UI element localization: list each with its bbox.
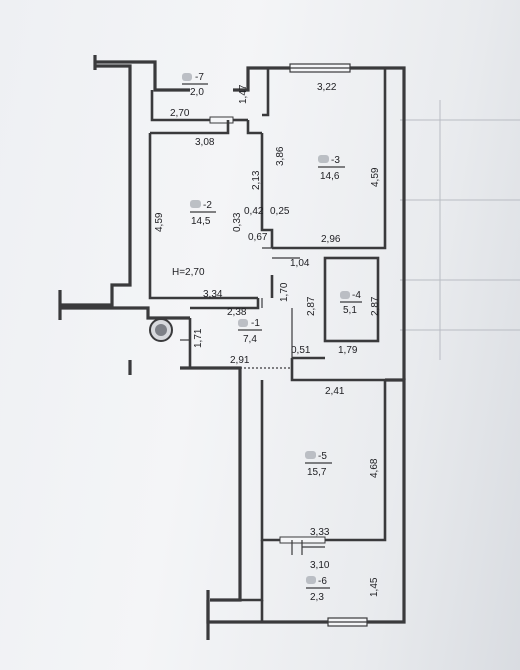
room-5-number: -5 bbox=[318, 451, 327, 462]
dimension-2-96: 2,96 bbox=[321, 234, 341, 245]
room-2-area: 14,5 bbox=[191, 216, 211, 227]
dimension-0-51: 0,51 bbox=[291, 345, 311, 356]
background-ghost-lines bbox=[400, 100, 520, 360]
room-7-area: 2,0 bbox=[190, 87, 204, 98]
dimension-2-38: 2,38 bbox=[227, 307, 247, 318]
room-6-number: -6 bbox=[318, 576, 327, 587]
dimension-1-71: 1,71 bbox=[193, 328, 204, 348]
room-4-number: -4 bbox=[352, 290, 361, 301]
ceiling-height-label: H=2,70 bbox=[172, 267, 205, 278]
dimension-4-68: 4,68 bbox=[369, 458, 380, 478]
room-labels: -7 2,0 -2 14,5 -3 14,6 -4 5,1 -1 7,4 -5 … bbox=[172, 72, 362, 603]
dimension-2-41: 2,41 bbox=[325, 386, 345, 397]
dimension-3-08: 3,08 bbox=[195, 137, 215, 148]
room-7-number: -7 bbox=[195, 72, 204, 83]
dimension-1-47: 1,47 bbox=[238, 84, 249, 104]
dimension-3-10: 3,10 bbox=[310, 560, 330, 571]
dimension-0-42: 0,42 bbox=[244, 206, 264, 217]
room-5-area: 15,7 bbox=[307, 467, 327, 478]
dimension-0-25: 0,25 bbox=[270, 206, 290, 217]
room-6-area: 2,3 bbox=[310, 592, 324, 603]
dimension-2-87-left: 2,87 bbox=[306, 296, 317, 316]
dimension-labels: 1,47 2,70 3,22 3,08 3,86 2,13 4,59 4,59 … bbox=[154, 82, 381, 597]
dimension-1-70: 1,70 bbox=[279, 282, 290, 302]
room-1-number: -1 bbox=[251, 318, 260, 329]
dimension-3-22: 3,22 bbox=[317, 82, 337, 93]
dimension-2-91: 2,91 bbox=[230, 355, 250, 366]
ventilation-shaft-icon bbox=[149, 318, 173, 342]
dimension-1-79: 1,79 bbox=[338, 345, 358, 356]
dimension-2-70: 2,70 bbox=[170, 108, 190, 119]
dimension-2-87-right: 2,87 bbox=[370, 296, 381, 316]
dimension-4-59-right: 4,59 bbox=[370, 167, 381, 187]
interior-walls bbox=[148, 68, 387, 622]
room-4-area: 5,1 bbox=[343, 305, 357, 316]
dimension-3-86: 3,86 bbox=[275, 146, 286, 166]
room-3-number: -3 bbox=[331, 155, 340, 166]
dimension-3-33: 3,33 bbox=[310, 527, 330, 538]
dimension-4-59-left: 4,59 bbox=[154, 212, 165, 232]
dimension-0-33: 0,33 bbox=[232, 212, 243, 232]
dimension-3-34: 3,34 bbox=[203, 289, 223, 300]
outer-walls bbox=[58, 55, 406, 640]
room-2-number: -2 bbox=[203, 200, 212, 211]
room-3-area: 14,6 bbox=[320, 171, 340, 182]
dimension-0-67: 0,67 bbox=[248, 232, 268, 243]
dimension-1-04: 1,04 bbox=[290, 258, 310, 269]
windows bbox=[289, 63, 368, 627]
room-1-area: 7,4 bbox=[243, 334, 257, 345]
dimension-ticks bbox=[180, 247, 300, 358]
dimension-1-45: 1,45 bbox=[369, 577, 380, 597]
dimension-2-13: 2,13 bbox=[251, 170, 262, 190]
